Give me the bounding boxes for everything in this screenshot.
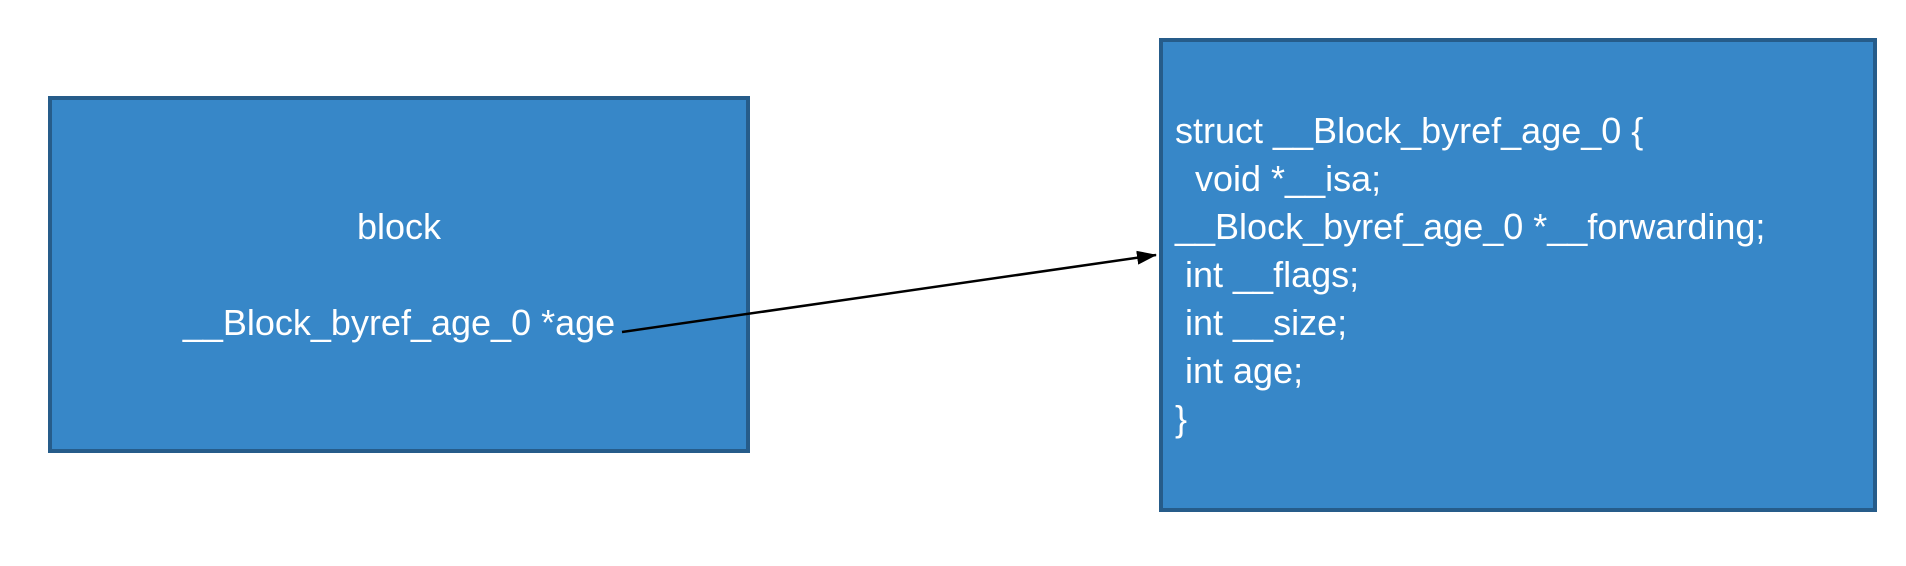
byref-struct-box: struct __Block_byref_age_0 { void *__isa… (1159, 38, 1877, 512)
struct-code-line: struct __Block_byref_age_0 { (1175, 110, 1644, 151)
struct-code-line: } (1175, 398, 1188, 439)
block-label: block (356, 205, 442, 247)
struct-code-line: void *__isa; (1175, 158, 1382, 199)
struct-code-line: __Block_byref_age_0 *__forwarding; (1175, 206, 1766, 247)
struct-code-line: int age; (1175, 350, 1304, 391)
struct-code-line: int __size; (1175, 302, 1348, 343)
block-box: block __Block_byref_age_0 *age (48, 96, 750, 453)
struct-code-line: int __flags; (1175, 254, 1360, 295)
block-pointer-field-label: __Block_byref_age_0 *age (182, 301, 616, 343)
